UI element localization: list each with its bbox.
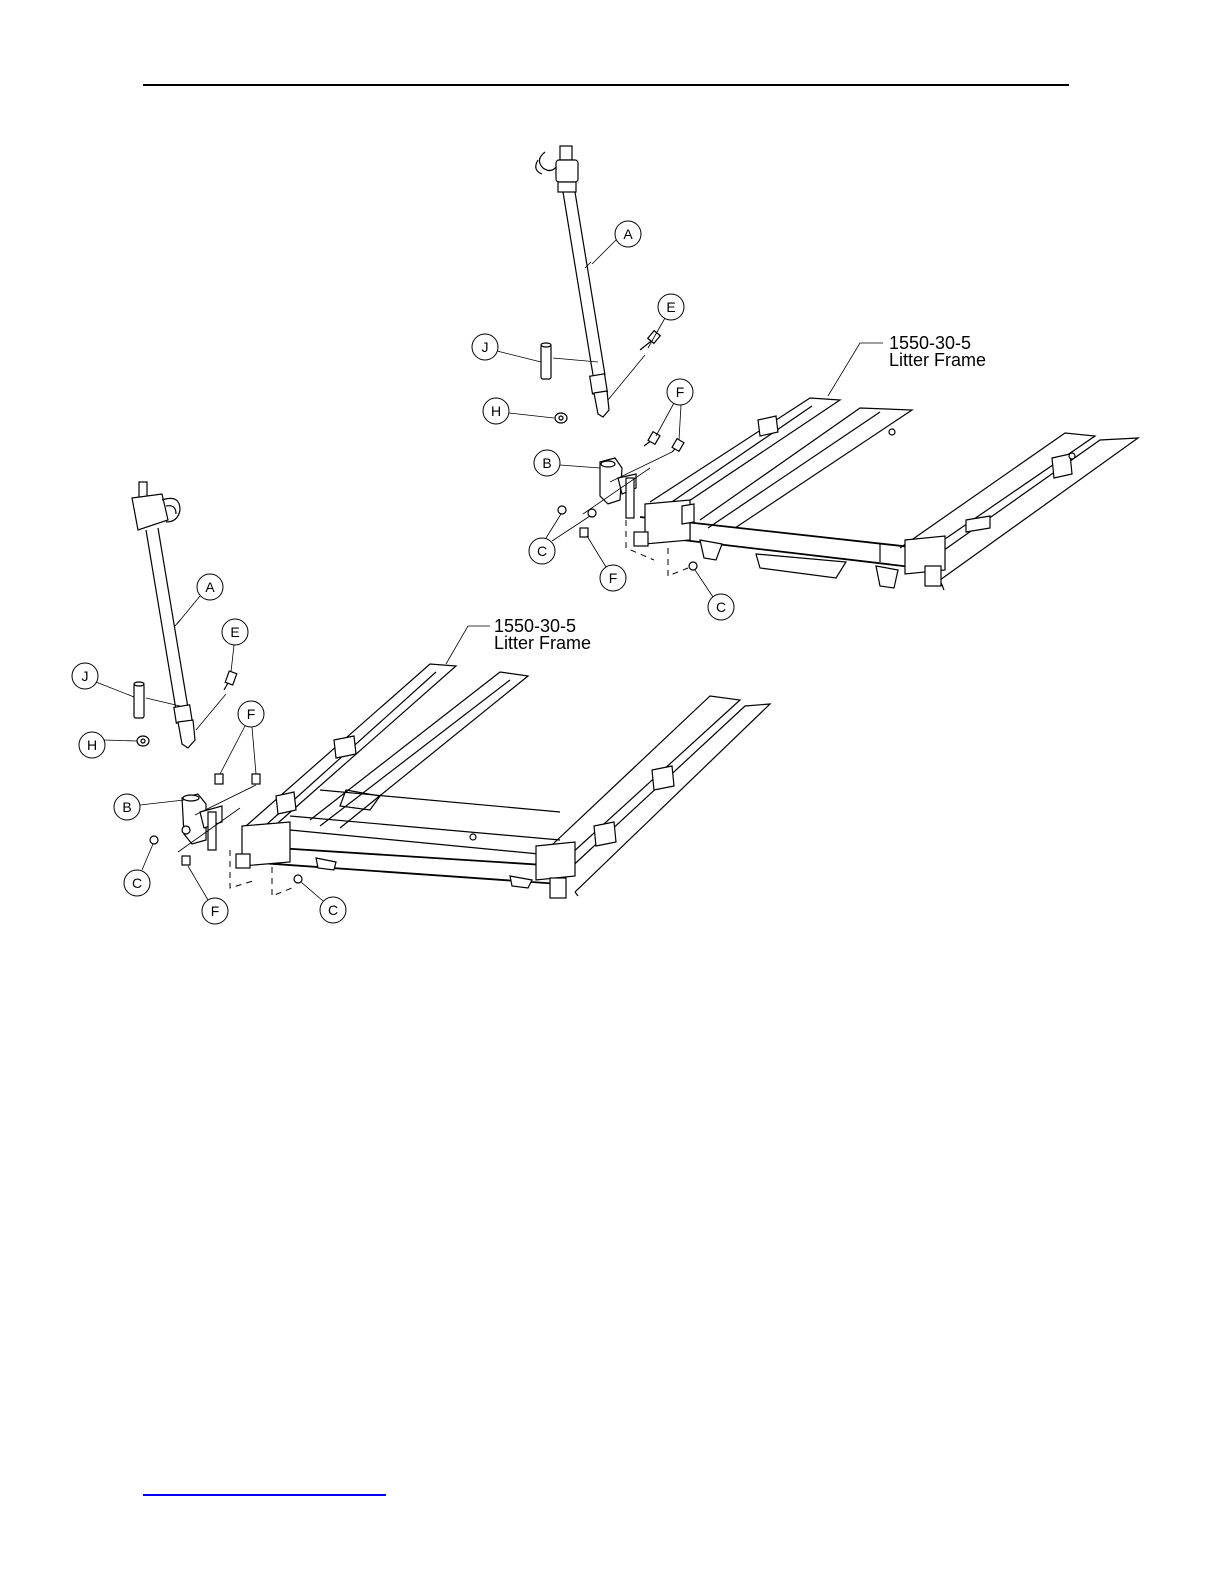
svg-text:F: F — [676, 384, 685, 400]
bubble-f-lower-bottom: F — [188, 866, 228, 924]
svg-text:C: C — [132, 875, 142, 891]
svg-text:E: E — [230, 624, 239, 640]
bubble-c-lower-right: C — [301, 882, 346, 923]
svg-text:J: J — [82, 668, 89, 684]
footer-link-underline[interactable] — [143, 1494, 386, 1496]
bubble-f-lower-top: F — [220, 701, 264, 774]
bracket-b-upper — [600, 458, 636, 518]
pin-j-lower — [134, 682, 180, 718]
bubble-b-lower: B — [114, 794, 184, 820]
svg-text:E: E — [666, 299, 675, 315]
screw-e-lower — [196, 671, 237, 730]
svg-text:C: C — [716, 599, 726, 615]
frame-callout-lower: 1550-30-5 Litter Frame — [446, 616, 591, 664]
nut-h-upper — [555, 413, 567, 423]
frame-name-upper: Litter Frame — [889, 350, 986, 370]
bubble-h-lower: H — [79, 732, 137, 758]
svg-text:J: J — [482, 339, 489, 355]
litter-frame-upper — [634, 398, 1138, 590]
litter-frame-lower — [236, 664, 770, 898]
svg-text:A: A — [623, 226, 633, 242]
bubble-a-upper: A — [592, 221, 641, 264]
bubble-f-upper-bottom: F — [587, 536, 626, 591]
svg-text:B: B — [122, 799, 131, 815]
bubble-j-lower: J — [72, 663, 134, 697]
bubble-c-lower-left: C — [124, 844, 153, 896]
pin-j-upper — [541, 343, 598, 379]
svg-text:F: F — [609, 570, 618, 586]
bubble-j-upper: J — [472, 334, 541, 362]
svg-text:F: F — [211, 903, 220, 919]
bubble-f-upper-top: F — [656, 379, 693, 440]
assembly-lower: A E J H F B C — [72, 482, 770, 924]
assembly-upper: A E J H F B C — [472, 146, 1138, 620]
svg-text:H: H — [491, 403, 501, 419]
svg-text:H: H — [87, 737, 97, 753]
bubble-b-upper: B — [534, 450, 600, 476]
nut-h-lower — [137, 736, 149, 746]
bubble-c-upper-left: C — [529, 514, 590, 564]
svg-text:C: C — [537, 543, 547, 559]
bracket-b-lower — [182, 794, 222, 850]
frame-name-lower: Litter Frame — [494, 633, 591, 653]
svg-text:A: A — [205, 579, 215, 595]
bubble-e-lower: E — [222, 619, 248, 672]
frame-callout-upper: 1550-30-5 Litter Frame — [828, 333, 986, 396]
bubble-h-upper: H — [483, 398, 554, 424]
svg-text:C: C — [328, 902, 338, 918]
screw-e-upper — [608, 331, 660, 400]
bubble-c-upper-right: C — [695, 570, 734, 620]
svg-text:F: F — [247, 706, 256, 722]
svg-text:B: B — [542, 455, 551, 471]
bubble-a-lower: A — [177, 574, 223, 624]
